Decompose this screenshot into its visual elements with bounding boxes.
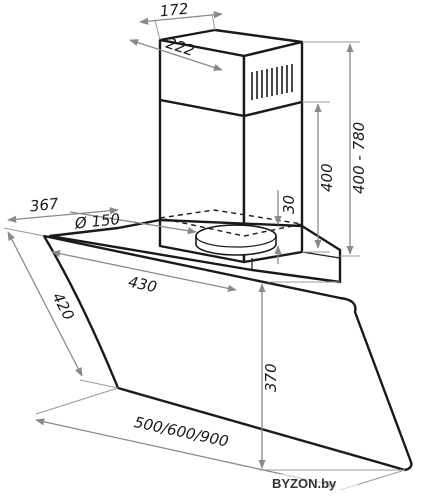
label-outlet-diameter: Ø 150: [73, 210, 121, 233]
label-chimney-height: 400: [318, 163, 336, 192]
watermark-logo: BYZON.by: [268, 474, 358, 492]
air-outlet-pipe: [195, 224, 277, 256]
dimension-lines: [3, 11, 406, 491]
label-total-height: 400 - 780: [350, 122, 368, 194]
chimney-footprint-dashed: [159, 209, 303, 237]
watermark-text: BYZON.by: [272, 476, 337, 491]
hood-base-box: [48, 218, 342, 284]
label-front-height: 370: [262, 363, 280, 392]
label-outlet-height: 30: [280, 195, 298, 214]
hood-drawing: [42, 28, 413, 472]
label-body-width: 430: [127, 273, 159, 297]
label-canopy-depth: 367: [29, 195, 60, 216]
label-chimney-width: 172: [159, 0, 189, 21]
vent-grille-icon: [251, 64, 293, 100]
